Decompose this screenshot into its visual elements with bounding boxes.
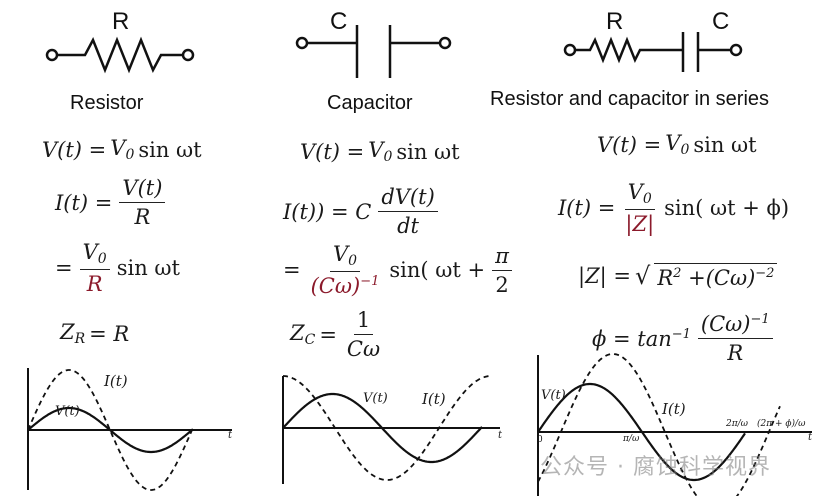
resistor-plot-t-label: t bbox=[228, 430, 233, 441]
series-c-label: C bbox=[712, 8, 730, 35]
series-plot-tick-2pi-phi: (2π + ϕ)/ω bbox=[757, 419, 806, 429]
resistor-symbol-label: R bbox=[112, 8, 130, 35]
series-plot-tick-pi: π/ω bbox=[623, 434, 640, 444]
series-impedance-equation: |Z| = √ R2 +(Cω)−2 bbox=[578, 262, 778, 290]
capacitor-plot-i-label: I(t) bbox=[422, 390, 446, 408]
eq-lhs: = bbox=[55, 256, 73, 280]
fraction: dV(t)dt bbox=[378, 185, 438, 238]
resistor-plot-i-label: I(t) bbox=[104, 372, 128, 390]
series-plot-t-label: t bbox=[808, 432, 813, 443]
capacitor-plot-v-label: V(t) bbox=[363, 391, 388, 406]
resistor-symbol bbox=[45, 36, 195, 74]
watermark: 公众号 · 腐蚀科学视界 bbox=[540, 455, 771, 480]
resistor-voltage-equation: V(t) = V0 sin ωt bbox=[42, 136, 202, 163]
resistor-current-curve bbox=[27, 369, 194, 491]
eq-rhs: V0 bbox=[110, 136, 135, 163]
series-r-label: R bbox=[606, 8, 624, 35]
rc-series-symbol bbox=[563, 32, 743, 72]
series-plot-tick-2pi: 2π/ω bbox=[726, 419, 749, 429]
eq-lhs: V(t) = bbox=[42, 137, 107, 162]
resistor-title: Resistor bbox=[70, 92, 144, 114]
series-title: Resistor and capacitor in series bbox=[490, 88, 770, 110]
capacitor-symbol-label: C bbox=[330, 8, 348, 35]
series-current-equation: I(t) = V0|Z| sin( ωt + ϕ) bbox=[558, 180, 790, 236]
series-voltage-curve bbox=[537, 382, 746, 482]
series-voltage-equation: V(t) = V0 sin ωt bbox=[597, 131, 757, 158]
capacitor-plot-t-label: t bbox=[498, 430, 503, 441]
eq-lhs: I(t) = bbox=[55, 190, 113, 215]
series-plot-origin: 0 bbox=[537, 435, 543, 445]
capacitor-voltage-equation: V(t) = V0 sin ωt bbox=[300, 138, 460, 165]
capacitor-voltage-curve bbox=[282, 392, 483, 464]
capacitor-current-curve bbox=[283, 375, 492, 481]
fraction: V(t)R bbox=[119, 176, 166, 229]
capacitor-title: Capacitor bbox=[327, 92, 413, 114]
fraction: V0(Cω)−1 bbox=[310, 242, 380, 298]
resistor-plot-v-label: V(t) bbox=[55, 404, 80, 419]
resistor-impedance-equation: ZR = R bbox=[60, 320, 130, 347]
series-plot-v-label: V(t) bbox=[541, 388, 566, 403]
resistor-current-equation: I(t) = V(t)R bbox=[55, 176, 168, 229]
eq-tail: sin ωt bbox=[138, 137, 202, 162]
series-plot-i-label: I(t) bbox=[662, 400, 686, 418]
capacitor-symbol bbox=[295, 25, 452, 78]
capacitor-current-equation: I(t)) = C dV(t)dt bbox=[283, 185, 441, 238]
resistor-voltage-curve bbox=[27, 406, 194, 454]
fraction: V0|Z| bbox=[624, 180, 655, 236]
eq-tail: sin ωt bbox=[116, 256, 180, 280]
